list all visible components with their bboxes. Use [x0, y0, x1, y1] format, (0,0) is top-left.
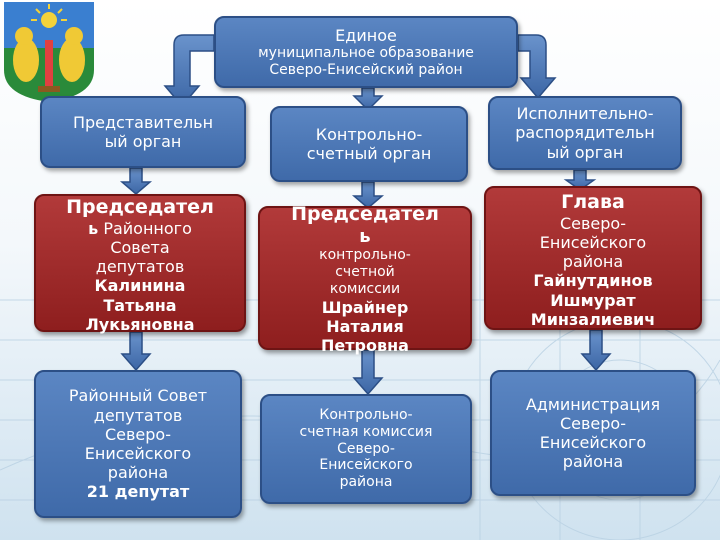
executive-line-1: Исполнительно- [516, 104, 654, 124]
arrow-mid-bottom [352, 349, 384, 396]
head-of-district-box: Глава Северо- Енисейского района Гайнутд… [484, 186, 702, 330]
audit-commission-box: Контрольно- счетная комиссия Северо- Ени… [260, 394, 472, 504]
commission-line-1: Контрольно- [319, 407, 413, 423]
commission-line-3: Северо- [337, 440, 395, 457]
district-council-box: Районный Совет депутатов Северо- Енисейс… [34, 370, 242, 518]
municipal-formation-box: Единое муниципальное образование Северо-… [214, 16, 518, 88]
arrow-to-executive [517, 34, 557, 100]
administration-box: Администрация Северо- Енисейского района [490, 370, 696, 496]
mid-head-line-4: счетной [335, 264, 395, 281]
council-chair-box: Председател ь Районного Совета депутатов… [34, 194, 246, 334]
mid-head-line-6: Шрайнер [321, 297, 409, 317]
right-head-line-7: Минзалиевич [530, 309, 656, 329]
left-head-line-4: депутатов [95, 257, 185, 277]
council-line-1: Районный Совет [68, 386, 208, 406]
representative-line-2: ый орган [104, 132, 182, 151]
representative-organ-box: Представительн ый орган [40, 96, 246, 168]
left-head-line-3: Совета [110, 238, 170, 258]
control-line-2: счетный орган [306, 144, 432, 163]
mid-head-line-1: Председател [291, 202, 439, 225]
mid-head-line-3: контрольно- [319, 247, 411, 264]
council-line-6: 21 депутат [86, 482, 190, 502]
administration-line-1: Администрация [525, 394, 661, 414]
right-head-line-4: района [562, 252, 624, 272]
arrow-left-down [119, 167, 153, 195]
council-line-5: района [107, 463, 169, 483]
right-head-line-3: Енисейского [539, 233, 647, 253]
administration-line-4: района [562, 452, 624, 472]
arrow-to-control [352, 87, 384, 112]
top-line-3: Северо-Енисейский район [269, 61, 463, 78]
council-line-3: Северо- [104, 424, 171, 444]
arrow-mid-down [351, 181, 385, 209]
mid-head-line-7: Наталия [326, 316, 404, 336]
arrow-to-representative [163, 34, 215, 108]
arrow-right-down [563, 169, 597, 191]
arrow-left-bottom [120, 331, 152, 372]
left-head-line-6: Татьяна [103, 295, 177, 315]
top-line-1: Единое [335, 25, 397, 45]
administration-line-3: Енисейского [539, 433, 647, 452]
left-head-line-2a: ь [88, 218, 99, 238]
left-head-line-5: Калинина [94, 276, 186, 296]
commission-chair-box: Председател ь контрольно- счетной комисс… [258, 202, 472, 355]
right-head-line-2: Северо- [559, 213, 626, 233]
council-line-2: депутатов [93, 405, 183, 425]
council-line-4: Енисейского [84, 444, 192, 463]
mid-head-line-2: ь [359, 225, 371, 247]
administration-line-2: Северо- [559, 413, 626, 433]
representative-line-1: Представительн [72, 112, 214, 132]
right-head-line-6: Ишмурат [550, 290, 636, 310]
left-head-line-1: Председател [66, 196, 214, 219]
coat-of-arms-icon [4, 2, 94, 102]
executive-line-3: ый орган [546, 142, 624, 162]
left-head-line-2b: Районного [98, 218, 192, 238]
executive-line-2: распорядительн [515, 123, 655, 143]
mid-head-line-8: Петровна [321, 335, 409, 355]
left-head-line-7: Лукьяновна [85, 314, 195, 334]
commission-line-2: счетная комиссия [299, 423, 433, 440]
control-organ-box: Контрольно- счетный орган [270, 106, 468, 182]
arrow-right-bottom [580, 329, 612, 372]
top-line-2: муниципальное образование [258, 44, 474, 61]
control-line-1: Контрольно- [315, 124, 423, 144]
mid-head-line-5: комиссии [329, 280, 401, 297]
right-head-line-1: Глава [561, 191, 625, 214]
right-head-line-5: Гайнутдинов [533, 271, 653, 291]
commission-line-4: Енисейского [319, 457, 413, 474]
commission-line-5: района [339, 474, 393, 491]
executive-organ-box: Исполнительно- распорядительн ый орган [488, 96, 682, 170]
